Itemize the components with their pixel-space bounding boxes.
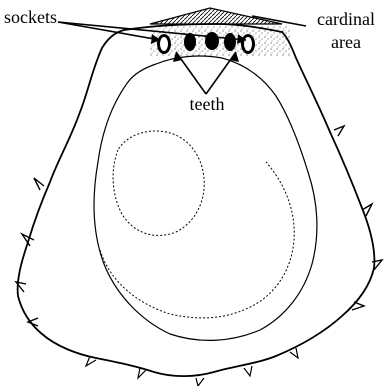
muscle-scar-outer — [113, 131, 204, 235]
cardinal-area-label: cardinal area — [310, 8, 382, 54]
cardinal-area — [150, 8, 282, 24]
ventral-margin — [86, 348, 298, 386]
shell-outline — [18, 24, 375, 376]
cardinal-area-label-line1: cardinal — [310, 8, 382, 31]
cardinal-area-label-line2: area — [310, 31, 382, 54]
sockets-label: sockets — [4, 7, 68, 27]
right-spines — [334, 126, 382, 310]
muscle-scar-inner — [100, 162, 294, 318]
teeth-label: teeth — [176, 94, 238, 114]
hinge-stipple — [150, 26, 290, 56]
